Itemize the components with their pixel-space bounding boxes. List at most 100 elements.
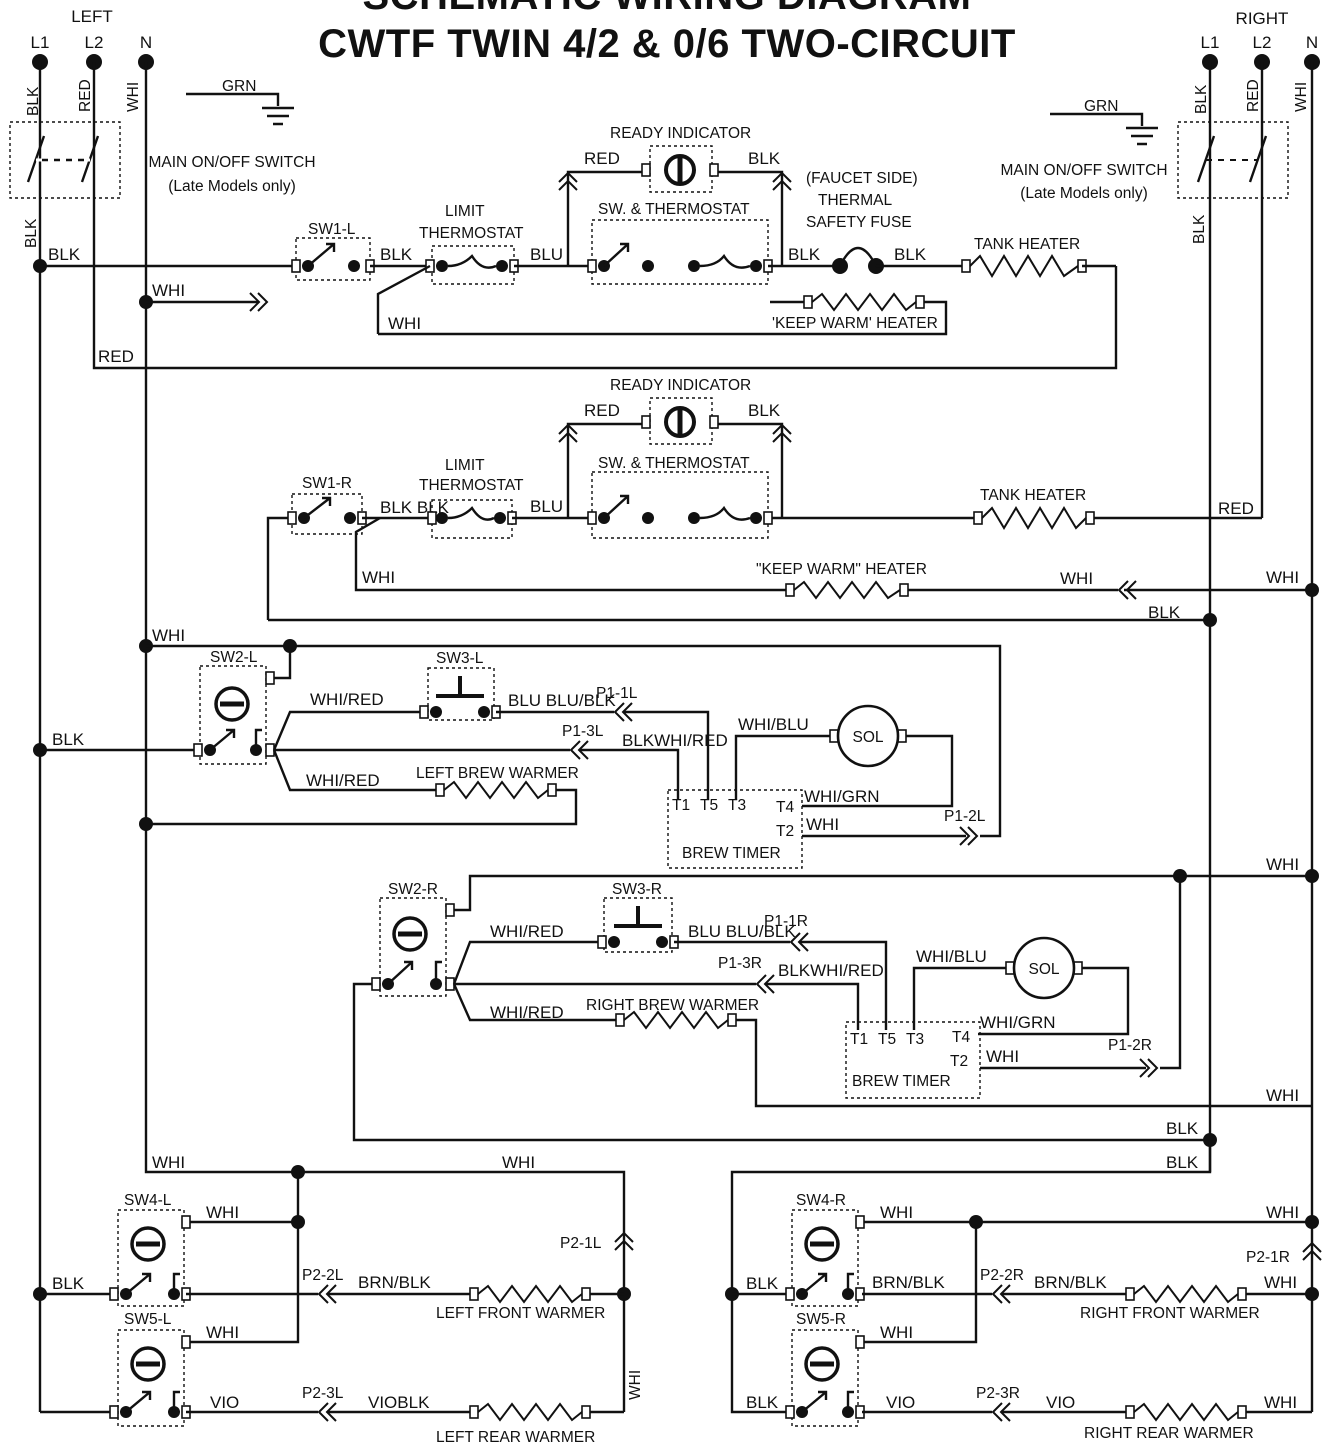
right-brew-timer [845, 1021, 981, 1099]
sw4-r-label: SW4-R [796, 1192, 846, 1209]
left-n-wire-label: WHI [125, 82, 142, 112]
left-limit-label: LIMIT [445, 203, 485, 220]
right-late-models-label: (Late Models only) [1020, 185, 1148, 202]
right-l1-label: L1 [1201, 33, 1220, 52]
left-timer-t5: T5 [700, 797, 718, 814]
right-tank-blk-label: BLK [1148, 603, 1181, 622]
left-ready-blk-label: BLK [748, 149, 781, 168]
sw5-r-vio-label: VIO [886, 1393, 915, 1412]
right-sol-label: SOL [1028, 961, 1059, 978]
left-tank-blk-label: BLK [48, 245, 81, 264]
sw4-r-switch [791, 1209, 859, 1307]
left-front-brn-blk-label: BRN/BLK [358, 1273, 431, 1292]
left-brew-timer [667, 789, 803, 869]
right-ready-indicator-label: READY INDICATOR [610, 377, 751, 394]
left-limit-thermostat-label: THERMOSTAT [419, 225, 524, 242]
right-ready-blk-label: BLK [748, 401, 781, 420]
sw3-r-switch [603, 897, 673, 953]
p1-2l-label: P1-2L [944, 808, 986, 825]
sw2-l-whi-red-bottom-label: WHI/RED [306, 771, 380, 790]
p2-2r-label: P2-2R [980, 1267, 1024, 1284]
p2-3r-label: P2-3R [976, 1385, 1020, 1402]
sw3-r-blu-label: BLU BLU/BLK [688, 922, 796, 941]
sw4-l-whi-label: WHI [206, 1203, 239, 1222]
sw4-l-switch [117, 1209, 185, 1307]
right-label: RIGHT [1236, 9, 1289, 28]
left-warmers-whi-vert-label: WHI [627, 1370, 644, 1400]
sw1-r-label: SW1-R [302, 475, 352, 492]
left-sol-whi-blu-label: WHI/BLU [738, 715, 809, 734]
left-fuse-blk-in-label: BLK [788, 245, 821, 264]
right-sw-thermostat [591, 471, 769, 539]
left-keep-warm-heater-label: 'KEEP WARM' HEATER [772, 315, 938, 332]
right-l2-label: L2 [1253, 33, 1272, 52]
sw2-r-switch [379, 897, 447, 997]
right-main-switch-label: MAIN ON/OFF SWITCH [1000, 162, 1167, 179]
right-brew-timer-label: BREW TIMER [852, 1073, 951, 1090]
sw2-r-whi-red-bottom-label: WHI/RED [490, 1003, 564, 1022]
right-timer-t2: T2 [950, 1053, 968, 1070]
right-limit-label: LIMIT [445, 457, 485, 474]
sw5-l-label: SW5-L [124, 1311, 172, 1328]
right-keep-warm-heater-label: "KEEP WARM" HEATER [756, 561, 927, 578]
left-fuse-blk-out-label: BLK [894, 245, 927, 264]
left-ground-label: GRN [222, 78, 256, 95]
right-timer-t1: T1 [850, 1031, 868, 1048]
left-rear-warmer-label: LEFT REAR WARMER [436, 1429, 595, 1446]
diagram-title-line1: SCHEMATIC WIRING DIAGRAM [0, 0, 1334, 16]
sw4-l-label: SW4-L [124, 1192, 172, 1209]
right-timer-whi-label: WHI [986, 1047, 1019, 1066]
p1-1r-label: P1-1R [764, 913, 808, 930]
left-ready-red-label: RED [584, 149, 620, 168]
p1-3r-label: P1-3R [718, 955, 762, 972]
sw4-r-blk-label: BLK [746, 1274, 779, 1293]
left-timer-whi-label: WHI [806, 815, 839, 834]
left-main-switch-label: MAIN ON/OFF SWITCH [148, 154, 315, 171]
left-main-switch [9, 121, 121, 199]
left-tank-circuit: BLK SW1-L BLK LIMIT THERMOSTAT BLU SW. &… [33, 125, 1116, 366]
left-n-label: N [140, 33, 152, 52]
right-main-switch [1177, 121, 1289, 199]
right-warmers-circuit: BLK BLK BLK WHI P2-1R WHI WHI SW4-R WHI … [725, 1140, 1322, 1442]
right-keepwarm-return-label: WHI [362, 568, 395, 587]
left-keepwarm-whi-label: WHI [152, 281, 185, 300]
sw5-l-vio-label: VIO [210, 1393, 239, 1412]
right-n-label: N [1306, 33, 1318, 52]
safety-fuse-label: SAFETY FUSE [806, 214, 912, 231]
diagram-title-line2: CWTF TWIN 4/2 & 0/6 TWO-CIRCUIT [318, 22, 1016, 66]
p1-2r-label: P1-2R [1108, 1037, 1152, 1054]
sw5-r-whi-label: WHI [880, 1323, 913, 1342]
p2-2l-label: P2-2L [302, 1267, 344, 1284]
right-keepwarm-whi-label: WHI [1060, 569, 1093, 588]
left-brew-warmer-label: LEFT BREW WARMER [416, 765, 579, 782]
left-ready-indicator-label: READY INDICATOR [610, 125, 751, 142]
right-sol-whi-blu-label: WHI/BLU [916, 947, 987, 966]
left-l2-wire-label: RED [77, 79, 94, 112]
left-warmers-whi-label: WHI [152, 1153, 185, 1172]
left-sw-thermostat-label: SW. & THERMOSTAT [598, 201, 750, 218]
right-tank-red-label: RED [1218, 499, 1254, 518]
right-brew-whi-label: WHI [1266, 855, 1299, 874]
right-front-brn-blk-label: BRN/BLK [1034, 1273, 1107, 1292]
left-l1-wire-label: BLK [25, 86, 42, 116]
left-warmers-circuit: WHI WHI P2-1L WHI SW4-L WHI BLK P2-2L BR… [33, 1150, 644, 1446]
p1-1l-label: P1-1L [596, 685, 638, 702]
right-timer-blkwhi-red-label: BLKWHI/RED [778, 961, 884, 980]
sw5-l-whi-label: WHI [206, 1323, 239, 1342]
left-timer-whi-grn-label: WHI/GRN [804, 787, 880, 806]
left-ground-icon [186, 92, 294, 126]
right-brew-warmer-label: RIGHT BREW WARMER [586, 997, 759, 1014]
right-brew-blk-label: BLK [1166, 1119, 1199, 1138]
right-ready-red-label: RED [584, 401, 620, 420]
sw3-r-label: SW3-R [612, 881, 662, 898]
sw2-l-label: SW2-L [210, 649, 258, 666]
sw3-l-switch [427, 667, 495, 721]
right-warmers-blk-label: BLK [1166, 1153, 1199, 1172]
sw4-l-blk-label: BLK [52, 1274, 85, 1293]
p2-3l-label: P2-3L [302, 1385, 344, 1402]
sw2-l-switch [199, 665, 267, 765]
right-supply: RIGHT L1 L2 N BLK RED WHI BLK MAIN ON/OF… [1000, 9, 1320, 1412]
right-keepwarm-whi-in-label: WHI [1266, 568, 1299, 587]
sw2-l-whi-red-top-label: WHI/RED [310, 690, 384, 709]
right-warmers-whi-label: WHI [1266, 1203, 1299, 1222]
